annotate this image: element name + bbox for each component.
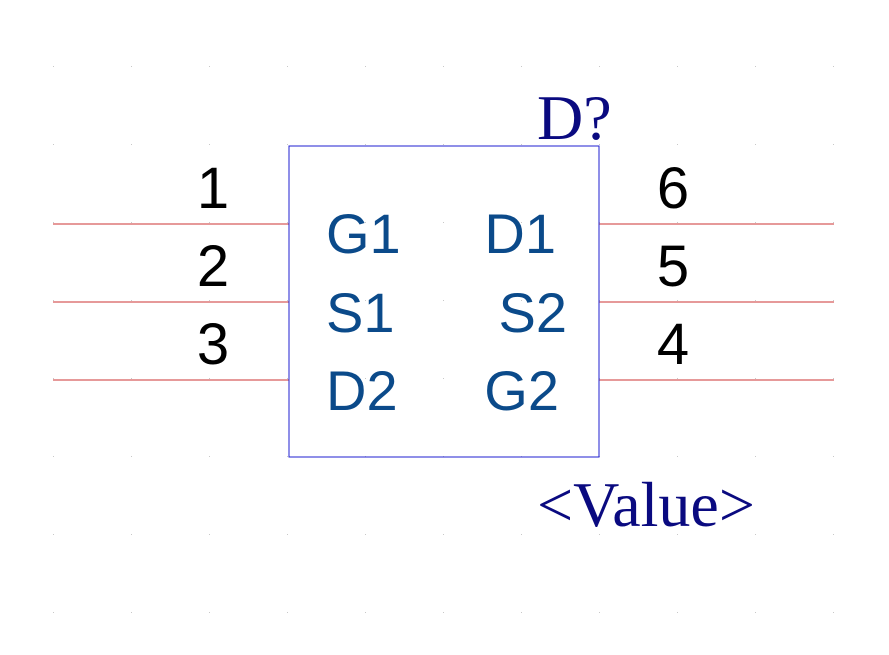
grid-dot (365, 222, 366, 223)
grid-dot (53, 456, 54, 457)
grid-dot (209, 66, 210, 67)
grid-dot (131, 66, 132, 67)
grid-dot (833, 534, 834, 535)
grid-dot (755, 300, 756, 301)
grid-dot (131, 534, 132, 535)
grid-dot (287, 534, 288, 535)
grid-dot (521, 144, 522, 145)
grid-dot (833, 378, 834, 379)
grid-dot (53, 66, 54, 67)
grid-dot (209, 378, 210, 379)
grid-dot (287, 612, 288, 613)
grid-dot (521, 378, 522, 379)
grid-dot (287, 456, 288, 457)
pin-name-g2: G2 (484, 359, 559, 422)
grid-dot (677, 66, 678, 67)
grid-dot (755, 66, 756, 67)
grid-dot (599, 612, 600, 613)
grid-dot (677, 222, 678, 223)
grid-dot (287, 66, 288, 67)
grid-dot (833, 66, 834, 67)
grid-dot (677, 144, 678, 145)
grid-dot (833, 612, 834, 613)
grid-dot (53, 300, 54, 301)
grid-dot (443, 144, 444, 145)
component-value[interactable]: <Value> (537, 469, 755, 540)
grid-dot (755, 378, 756, 379)
grid-dot (833, 300, 834, 301)
grid-dot (833, 222, 834, 223)
grid-dot (287, 144, 288, 145)
grid-dot (755, 144, 756, 145)
grid-dot (209, 222, 210, 223)
grid-dot (443, 66, 444, 67)
grid-dot (521, 222, 522, 223)
grid-dot (755, 612, 756, 613)
pin-number-6: 6 (657, 156, 689, 221)
grid-dot (755, 222, 756, 223)
pin-number-3: 3 (197, 312, 229, 377)
grid-dot (131, 222, 132, 223)
grid-dot (677, 456, 678, 457)
grid-dot (599, 66, 600, 67)
grid-dot (287, 378, 288, 379)
grid-dot (521, 66, 522, 67)
grid-dot (209, 144, 210, 145)
grid-dot (365, 378, 366, 379)
grid-dot (365, 144, 366, 145)
grid-dot (599, 144, 600, 145)
grid-dot (443, 378, 444, 379)
grid-dot (131, 144, 132, 145)
grid-dot (599, 534, 600, 535)
grid-dot (287, 300, 288, 301)
grid-dot (131, 300, 132, 301)
grid-dot (131, 612, 132, 613)
grid-dot (365, 534, 366, 535)
pin-name-s1: S1 (326, 281, 395, 344)
grid-dot (365, 300, 366, 301)
grid-dot (209, 456, 210, 457)
grid-dot (677, 534, 678, 535)
grid-dot (209, 300, 210, 301)
pin-number-1: 1 (197, 156, 229, 221)
grid-dot (53, 144, 54, 145)
grid-dot (521, 534, 522, 535)
pin-number-5: 5 (657, 234, 689, 299)
grid-dot (755, 456, 756, 457)
grid-dot (365, 612, 366, 613)
grid-dot (521, 612, 522, 613)
pin-number-4: 4 (657, 312, 689, 377)
pin-name-s2: S2 (499, 281, 568, 344)
pin-number-2: 2 (197, 234, 229, 299)
pin-name-d2: D2 (326, 359, 398, 422)
grid-dot (365, 66, 366, 67)
grid-dot (53, 612, 54, 613)
grid-dot (677, 378, 678, 379)
grid-dot (677, 612, 678, 613)
component-designator[interactable]: D? (537, 82, 612, 153)
grid-dot (53, 222, 54, 223)
component-body[interactable] (288, 145, 600, 458)
grid-dot (209, 534, 210, 535)
grid-dot (443, 612, 444, 613)
grid-dot (521, 300, 522, 301)
grid-dot (677, 300, 678, 301)
pin-name-d1: D1 (484, 202, 556, 265)
grid-dot (443, 222, 444, 223)
grid-dot (833, 456, 834, 457)
grid-dot (833, 144, 834, 145)
grid-dot (209, 612, 210, 613)
grid-dot (131, 378, 132, 379)
grid-dot (443, 534, 444, 535)
grid-dot (131, 456, 132, 457)
pin-name-g1: G1 (326, 202, 401, 265)
grid-dot (53, 534, 54, 535)
grid-dot (443, 300, 444, 301)
grid-dot (755, 534, 756, 535)
grid-dot (53, 378, 54, 379)
grid-dot (287, 222, 288, 223)
